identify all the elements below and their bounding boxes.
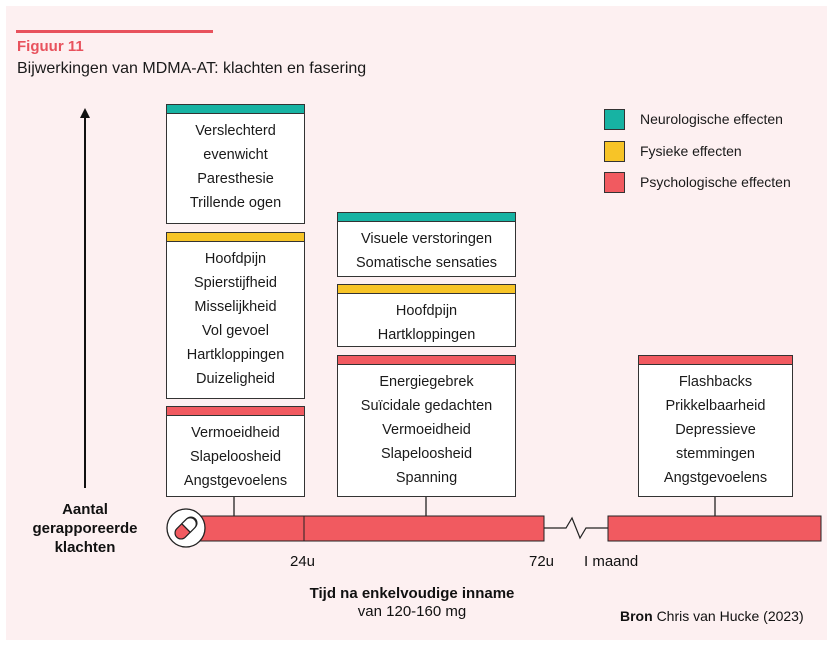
psych-band (338, 356, 515, 365)
complaint-item: Angstgevoelens (663, 470, 768, 486)
phase2-psych-box: Energiegebrek Suïcidale gedachten Vermoe… (337, 355, 516, 497)
complaint-item: Misselijkheid (194, 299, 277, 315)
complaint-item: Spierstijfheid (193, 275, 277, 291)
physical-band (167, 233, 304, 242)
figure-label: Figuur 11 (17, 38, 84, 55)
complaint-item: Flashbacks (678, 374, 753, 390)
timeline-segment-0-24u (189, 515, 305, 542)
legend-label: Neurologische effecten (640, 111, 783, 127)
complaint-item: Angstgevoelens (183, 473, 288, 489)
complaint-item: Slapeloosheid (189, 449, 282, 465)
pill-icon (166, 508, 206, 548)
source-note: Bron Chris van Hucke (2023) (620, 608, 804, 624)
x-tick-label: I maand (584, 553, 639, 570)
complaint-item: Energiegebrek (379, 374, 474, 390)
y-axis-label-line: klachten (54, 539, 116, 556)
complaint-item: Slapeloosheid (380, 446, 473, 462)
y-axis-label: Aantal gerapporeerde klachten (20, 500, 150, 557)
timeline-segment-month (607, 515, 822, 542)
complaint-item: evenwicht (203, 147, 268, 163)
complaint-item: Trillende ogen (189, 195, 282, 211)
complaint-item: stemmingen (676, 446, 755, 462)
source-text: Chris van Hucke (2023) (656, 608, 804, 624)
phase1-neuro-box: Verslechterd evenwicht Paresthesie Trill… (166, 104, 305, 224)
figure-title: Bijwerkingen van MDMA-AT: klachten en fa… (17, 60, 367, 77)
complaint-item: Spanning (395, 470, 458, 486)
x-axis-title: Tijd na enkelvoudige inname (309, 585, 515, 602)
complaint-item: Hartkloppingen (377, 327, 476, 343)
neuro-band (338, 213, 515, 222)
x-tick-label: 24u (290, 553, 316, 570)
physical-band (338, 285, 515, 294)
psych-band (639, 356, 792, 365)
phase2-neuro-box: Visuele verstoringen Somatische sensatie… (337, 212, 516, 277)
timeline-break-icon (544, 516, 608, 540)
legend-label: Fysieke effecten (640, 143, 742, 159)
phase1-physical-box: Hoofdpijn Spierstijfheid Misselijkheid V… (166, 232, 305, 399)
complaint-item: Hartkloppingen (186, 347, 285, 363)
complaint-item: Prikkelbaarheid (665, 398, 766, 414)
complaint-item: Vermoeidheid (382, 422, 471, 438)
complaint-item: Paresthesie (197, 171, 274, 187)
source-prefix: Bron (620, 608, 653, 624)
timeline-segment-24u-72u (303, 515, 545, 542)
y-axis-arrow-icon (80, 108, 90, 118)
complaint-item: Hoofdpijn (204, 251, 267, 267)
psych-band (167, 407, 304, 416)
legend-swatch (604, 172, 625, 193)
x-axis-subtitle: van 120-160 mg (357, 603, 467, 620)
legend-swatch (604, 141, 625, 162)
complaint-item: Vol gevoel (202, 323, 269, 339)
y-axis-label-line: Aantal (62, 501, 108, 518)
complaint-item: Hoofdpijn (395, 303, 458, 319)
accent-bar (16, 30, 213, 33)
complaint-item: Visuele verstoringen (360, 231, 493, 247)
y-axis-label-line: gerapporeerde (32, 520, 138, 537)
complaint-item: Vermoeidheid (191, 425, 280, 441)
legend-swatch (604, 109, 625, 130)
complaint-item: Suïcidale gedachten (360, 398, 493, 414)
complaint-item: Duizeligheid (196, 371, 275, 387)
complaint-item: Depressieve (675, 422, 756, 438)
complaint-item: Verslechterd (195, 123, 276, 139)
neuro-band (167, 105, 304, 114)
legend-label: Psychologische effecten (640, 174, 791, 190)
phase2-physical-box: Hoofdpijn Hartkloppingen (337, 284, 516, 347)
y-axis-line (84, 116, 86, 488)
complaint-item: Somatische sensaties (355, 255, 498, 271)
x-tick-label: 72u (529, 553, 555, 570)
phase1-psych-box: Vermoeidheid Slapeloosheid Angstgevoelen… (166, 406, 305, 497)
phase3-psych-box: Flashbacks Prikkelbaarheid Depressieve s… (638, 355, 793, 497)
